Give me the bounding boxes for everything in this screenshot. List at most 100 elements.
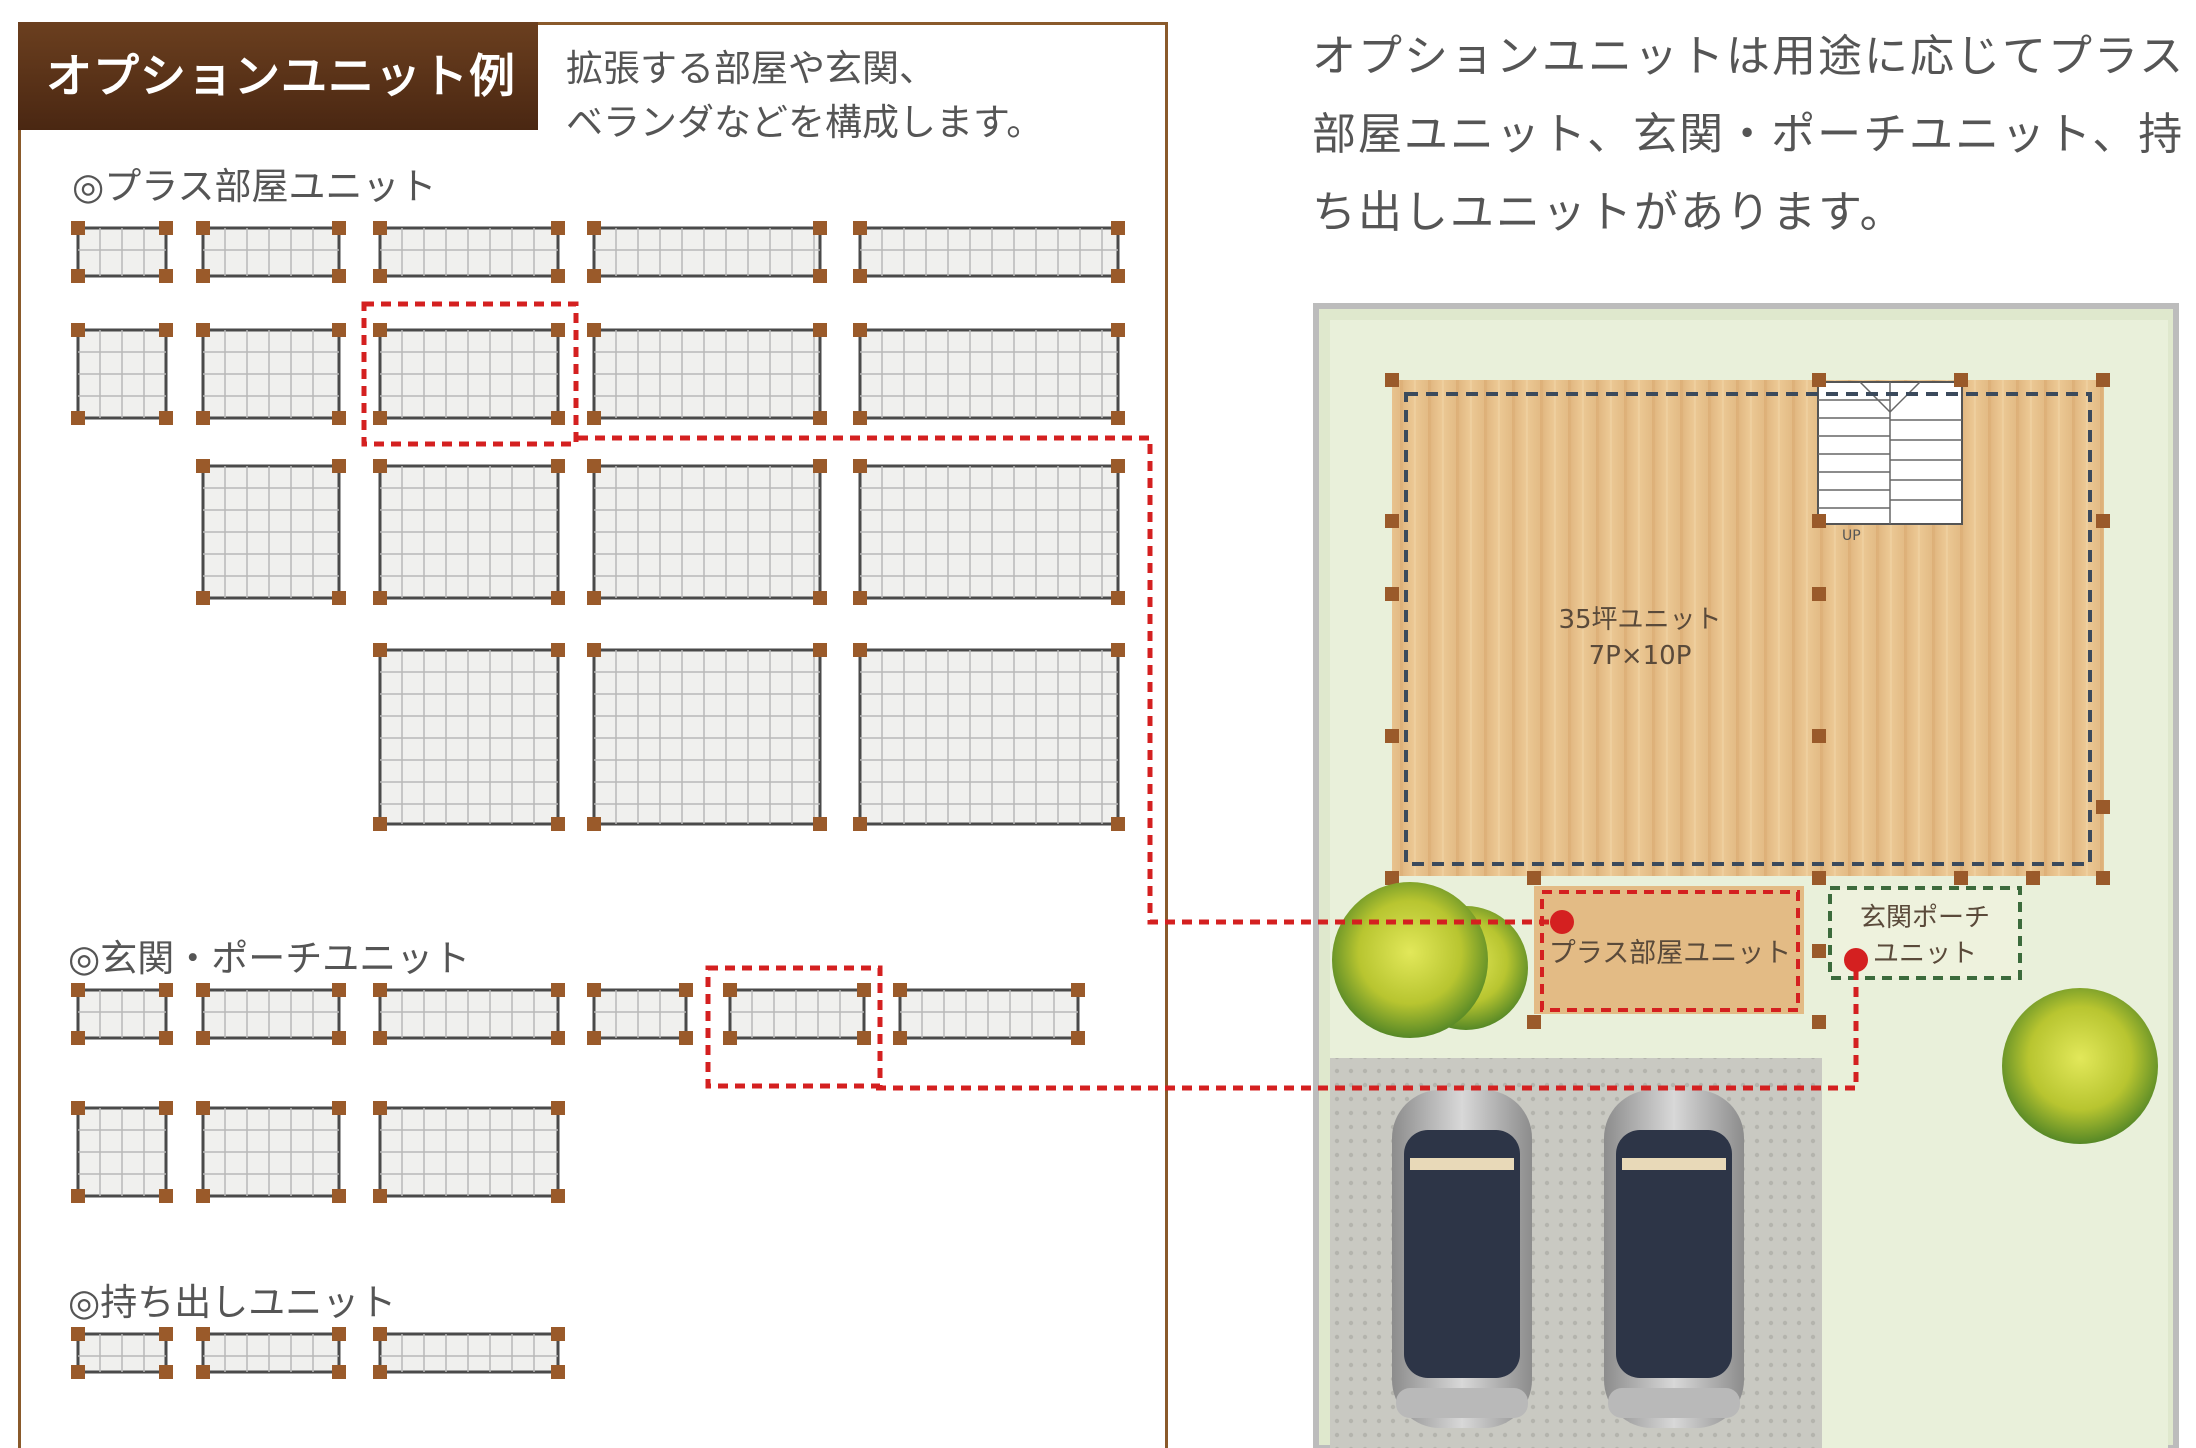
unit-post xyxy=(332,1327,346,1341)
unit-post xyxy=(679,1031,693,1045)
panel-title: オプションユニット例 xyxy=(18,22,538,130)
unit-post xyxy=(71,1365,85,1379)
selected-unit-highlight xyxy=(705,965,883,1089)
unit-post xyxy=(373,983,387,997)
porch-unit-label-2: ユニット xyxy=(1873,939,1977,969)
unit-post xyxy=(159,983,173,997)
unit-post xyxy=(813,817,827,831)
unit-diagram xyxy=(196,323,346,425)
unit-post xyxy=(196,1101,210,1115)
unit-post xyxy=(196,1189,210,1203)
unit-diagram xyxy=(373,323,565,425)
unit-post xyxy=(373,1031,387,1045)
main-unit-name: 35坪ユニット xyxy=(1558,605,1721,635)
section-carry-out: ◎持ち出しユニット xyxy=(68,1281,397,1324)
unit-post xyxy=(159,1031,173,1045)
unit-post xyxy=(1111,269,1125,283)
unit-post xyxy=(551,411,565,425)
unit-post xyxy=(587,459,601,473)
unit-post xyxy=(813,459,827,473)
unit-post xyxy=(857,1031,871,1045)
unit-post xyxy=(71,269,85,283)
main-unit-size: 7P×10P xyxy=(1589,641,1692,671)
unit-diagram xyxy=(853,323,1125,425)
unit-post xyxy=(587,1031,601,1045)
unit-post xyxy=(373,1365,387,1379)
main-unit-posts xyxy=(1385,373,2110,885)
unit-post xyxy=(159,1189,173,1203)
unit-diagram xyxy=(71,1101,173,1203)
unit-post xyxy=(159,269,173,283)
unit-diagram xyxy=(723,983,871,1045)
unit-post xyxy=(893,1031,907,1045)
unit-post xyxy=(1111,323,1125,337)
unit-post xyxy=(71,983,85,997)
unit-diagram xyxy=(71,983,173,1045)
unit-post xyxy=(551,591,565,605)
unit-post xyxy=(551,1101,565,1115)
car-right xyxy=(1604,1090,1744,1428)
unit-diagram xyxy=(196,221,346,283)
unit-post xyxy=(813,323,827,337)
connector-lines xyxy=(578,435,1859,1091)
unit-post xyxy=(332,1365,346,1379)
plus-room-marker xyxy=(1550,910,1574,934)
unit-post xyxy=(71,323,85,337)
unit-post xyxy=(813,269,827,283)
unit-post xyxy=(853,591,867,605)
stair-up-label: UP xyxy=(1842,528,1861,544)
unit-post xyxy=(159,1365,173,1379)
unit-post xyxy=(853,817,867,831)
unit-diagram xyxy=(71,221,173,283)
unit-post xyxy=(853,459,867,473)
unit-diagram xyxy=(373,1101,565,1203)
unit-post xyxy=(373,1101,387,1115)
unit-post xyxy=(159,323,173,337)
unit-post xyxy=(551,1031,565,1045)
unit-diagram xyxy=(587,643,827,831)
panel-description-line2: ベランダなどを構成します。 xyxy=(566,101,1044,144)
unit-post xyxy=(196,983,210,997)
unit-diagram xyxy=(373,643,565,831)
intro-line2: 部屋ユニット、玄関・ポーチユニット、持 xyxy=(1312,109,2185,160)
unit-post xyxy=(332,459,346,473)
unit-post xyxy=(587,983,601,997)
unit-diagram xyxy=(587,459,827,605)
unit-post xyxy=(587,323,601,337)
unit-post xyxy=(587,817,601,831)
unit-post xyxy=(1111,591,1125,605)
unit-post xyxy=(332,323,346,337)
unit-post xyxy=(551,323,565,337)
unit-post xyxy=(159,411,173,425)
unit-post xyxy=(551,817,565,831)
unit-post xyxy=(196,1365,210,1379)
unit-post xyxy=(196,221,210,235)
unit-post xyxy=(332,269,346,283)
unit-post xyxy=(159,221,173,235)
unit-post xyxy=(71,221,85,235)
unit-post xyxy=(587,269,601,283)
unit-post xyxy=(373,221,387,235)
unit-diagram xyxy=(71,1327,173,1379)
unit-post xyxy=(813,643,827,657)
unit-post xyxy=(373,591,387,605)
unit-post xyxy=(587,411,601,425)
unit-post xyxy=(853,221,867,235)
unit-post xyxy=(373,643,387,657)
unit-post xyxy=(551,269,565,283)
unit-post xyxy=(551,1189,565,1203)
selected-unit-highlight xyxy=(361,301,579,447)
unit-post xyxy=(196,1031,210,1045)
plus-room-unit-floor xyxy=(1534,886,1804,1014)
unit-post xyxy=(196,591,210,605)
unit-diagram xyxy=(196,1327,346,1379)
unit-post xyxy=(196,269,210,283)
unit-post xyxy=(551,1365,565,1379)
unit-post xyxy=(813,221,827,235)
unit-post xyxy=(853,269,867,283)
unit-post xyxy=(196,411,210,425)
intro-text: オプションユニットは用途に応じてプラス 部屋ユニット、玄関・ポーチユニット、持 … xyxy=(1312,18,2192,252)
unit-post xyxy=(1111,411,1125,425)
